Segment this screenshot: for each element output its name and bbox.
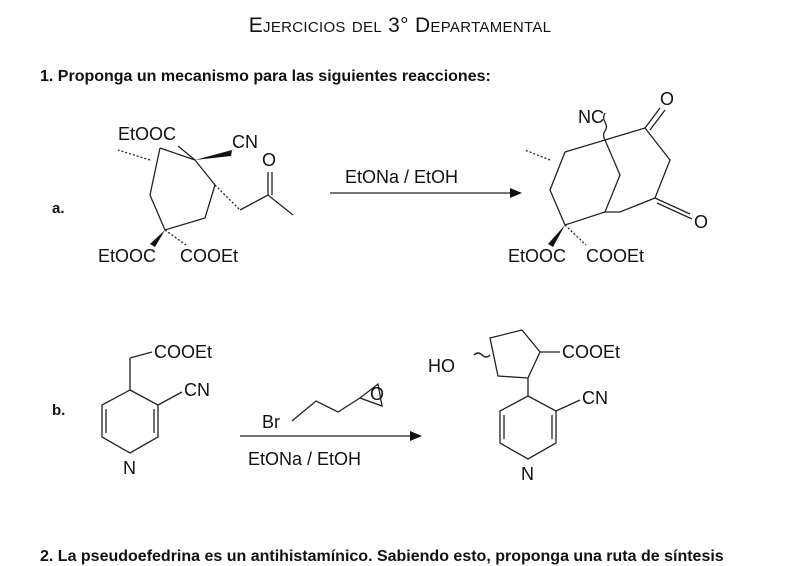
reaction-a-reactant: EtOOC CN O EtOOC COOEt [98,124,294,266]
hashed-bond-ester [164,229,187,246]
product-hashed-ester [564,224,587,246]
wavy-bond-nc [602,112,608,141]
reagent-a: EtONa / EtOH [345,167,458,187]
epoxide-ring [358,382,383,407]
reaction-a-product: NC O O EtOOC COOEt [508,89,708,266]
product-b-group-1: HO [428,356,455,376]
reaction-b-product: HO COOEt CN N [428,329,620,484]
reaction-b-arrow: Br O EtONa / EtOH [240,382,422,469]
product-b-group-4: N [521,464,534,484]
wavy-bond-ho [473,352,491,358]
ketone-bottom-bond [654,197,691,215]
cyclohexane-ring [149,147,216,231]
reactant-b-group-3: N [123,458,136,478]
reactant-b-group-1: COOEt [154,342,212,362]
reagent-b-epoxide-o: O [370,384,384,404]
product-a-group-4: EtOOC [508,246,566,266]
ketone-bottom-bond-double [656,202,693,220]
reactant-a-group-4: EtOOC [98,246,156,266]
wedge-bond-ester [150,230,165,247]
bond-ester-top [177,145,196,161]
reagent-b-br: Br [262,412,280,432]
product-pyridine-ring [499,395,557,460]
reaction-b-reactant: COOEt CN N [101,342,212,478]
pyridine-ring [101,389,159,454]
product-b-group-2: COOEt [562,342,620,362]
reaction-a-label: a. [52,200,65,217]
reactant-a-group-5: COOEt [180,246,238,266]
reactant-a-group-2: CN [232,132,258,152]
methyl-hashed-bond [117,149,151,161]
arrow-head-b [410,431,422,441]
cn-bond [157,391,183,406]
reactant-b-group-2: CN [184,380,210,400]
sidechain-hashed-bond [214,184,241,211]
ketone-top-bond [644,107,661,129]
cyclopentane-ring [489,329,541,379]
sidechain-bonds [239,194,294,216]
product-a-group-1: NC [578,107,604,127]
question-1-prompt: 1. Proponga un mecanismo para las siguie… [40,68,491,85]
product-wedge-ester [548,225,565,247]
product-a-group-5: COOEt [586,246,644,266]
reagent-b: EtONa / EtOH [248,449,361,469]
arrow-head-a [510,188,522,198]
reaction-b-label: b. [52,402,66,419]
question-2-prompt: 2. La pseudoefedrina es un antihistamíni… [40,548,724,565]
ester-bond [129,351,153,359]
product-methyl-hashed [524,149,551,161]
reaction-a-arrow: EtONa / EtOH [330,167,522,198]
ketone-top-bond-double [649,109,666,131]
product-cn-bond [555,399,581,412]
reagent-chain [291,397,361,422]
wedge-bond-cn [195,150,232,160]
product-a-group-3: O [694,212,708,232]
product-a-group-2: O [660,89,674,109]
page-title: Ejercicios del 3° Departamental [248,14,552,37]
product-ring-right [604,127,671,213]
reactant-a-group-3: O [262,150,276,170]
reactant-a-group-1: EtOOC [118,124,176,144]
product-b-group-3: CN [582,388,608,408]
